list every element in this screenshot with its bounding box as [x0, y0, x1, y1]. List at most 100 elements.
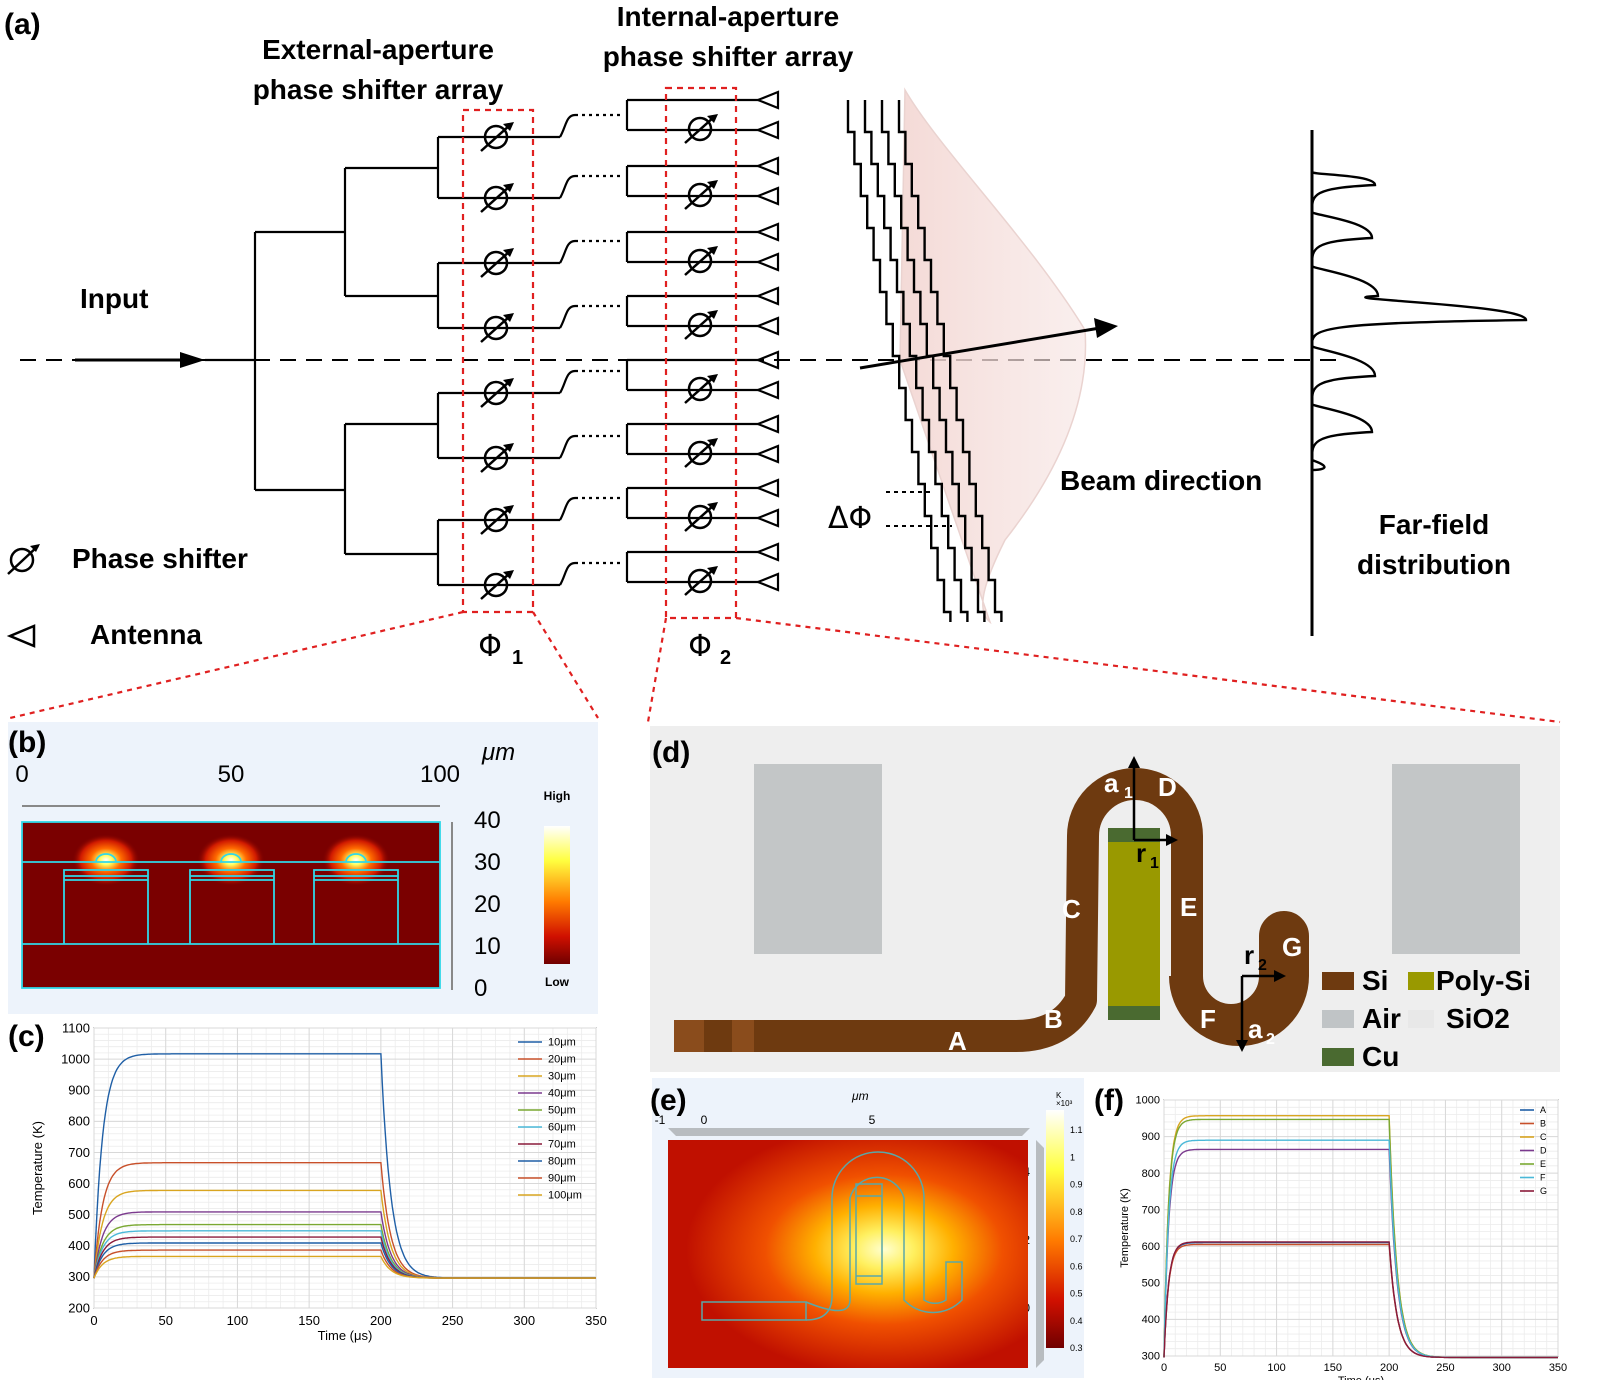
- external-connector-4: [559, 304, 576, 329]
- legend-cu: Cu: [1362, 1041, 1399, 1072]
- phi2-subscript: 2: [720, 647, 731, 669]
- external-connector-8: [559, 561, 576, 586]
- y-tick-label: 500: [1142, 1278, 1160, 1290]
- panel-e-top-axis: [668, 1128, 1030, 1136]
- panel-b-x-tick: 100: [420, 761, 460, 788]
- panel-e-cb-exp: ×10³: [1056, 1099, 1073, 1108]
- r1-arrowhead: [1166, 834, 1178, 846]
- antenna-5: [755, 222, 780, 242]
- x-tick-label: 50: [1214, 1362, 1226, 1374]
- panel-b-label: (b): [8, 726, 46, 759]
- external-title-line1: External-aperture: [262, 34, 494, 65]
- internal-phase-shifter-2: [684, 180, 718, 210]
- panel-b-y-tick: 10: [474, 933, 501, 960]
- antenna-2: [755, 120, 780, 140]
- y-tick-label: 300: [68, 1269, 90, 1284]
- air-trench-right: [1392, 764, 1520, 954]
- legend-air: Air: [1362, 1003, 1401, 1034]
- panel-e-cb-tick: 0.4: [1070, 1316, 1083, 1326]
- panel-b-y-tick: 20: [474, 891, 501, 918]
- x-tick-label: 350: [1549, 1362, 1567, 1374]
- polysi-heater: [1108, 828, 1160, 1018]
- air-trench-left: [754, 764, 882, 954]
- y-tick-label: 800: [1142, 1168, 1160, 1180]
- y-tick-label: 900: [1142, 1131, 1160, 1143]
- external-phase-shifter-4: [480, 313, 514, 343]
- antenna-4: [755, 186, 780, 206]
- segment-labels: A B C D E F G a 1 a 2: [948, 768, 1302, 1056]
- antenna-16: [755, 572, 780, 592]
- a1-arrowhead: [1128, 756, 1140, 768]
- plot-area: [93, 1027, 597, 1309]
- r2-subscript: 2: [1258, 957, 1267, 974]
- panel-e-x-tick: 5: [869, 1113, 876, 1127]
- internal-phase-shifter-4: [684, 310, 718, 340]
- x-tick-label: 250: [442, 1313, 464, 1328]
- heater-hotspot-2: [197, 834, 265, 886]
- external-phase-shifter-1: [480, 122, 514, 152]
- input-arrowhead: [180, 352, 205, 368]
- x-tick-label: 100: [227, 1313, 249, 1328]
- beam-lobe: [899, 87, 1087, 625]
- panel-e-side-axis: [1036, 1140, 1044, 1368]
- antenna-3: [755, 156, 780, 176]
- panel-e-heatmap: [668, 1140, 1028, 1368]
- panel-b-unit: μm: [481, 739, 515, 766]
- antenna-1: [755, 90, 780, 110]
- external-phase-shifter-6: [480, 443, 514, 473]
- legend-label-90μm: 90μm: [548, 1173, 576, 1185]
- legend-label-20μm: 20μm: [548, 1054, 576, 1066]
- panel-b-x-tick: 0: [15, 761, 28, 788]
- cu-contact-bottom: [1108, 1006, 1160, 1020]
- plot-area: [1163, 1099, 1559, 1357]
- external-connector-5: [559, 369, 576, 394]
- phi1-symbol: Φ: [478, 629, 502, 664]
- x-tick-label: 100: [1267, 1362, 1285, 1374]
- panel-d: (d) A B C D E F G a: [650, 726, 1560, 1072]
- panel-b-geometry: [21, 821, 441, 989]
- legend-si-swatch: [1322, 972, 1354, 990]
- wavefront-2: [863, 100, 969, 622]
- segment-label-e: E: [1180, 892, 1197, 922]
- a1-subscript: 1: [1124, 785, 1133, 802]
- legend-polysi: Poly-Si: [1436, 965, 1531, 996]
- legend-polysi-swatch: [1408, 972, 1434, 990]
- panel-e-colorbar-ticks: 1.110.90.80.70.60.50.40.3: [1070, 1125, 1083, 1353]
- phase-shifter-icon: [9, 547, 35, 573]
- antenna-11: [755, 414, 780, 434]
- phi1-subscript: 1: [512, 647, 523, 669]
- segment-label-g: G: [1282, 932, 1302, 962]
- internal-phase-shifter-5: [684, 374, 718, 404]
- a2-label: a: [1248, 1014, 1263, 1044]
- panel-a: (a) External-aperture phase shifter arra…: [4, 1, 1561, 724]
- r2-label: r: [1244, 940, 1254, 970]
- farfield-label-line1: Far-field: [1379, 509, 1489, 540]
- panel-e-cb-unit: K: [1056, 1091, 1062, 1100]
- external-connector-2: [559, 174, 576, 199]
- r2-arrowhead: [1274, 970, 1286, 982]
- y-tick-label: 1100: [62, 1020, 90, 1035]
- farfield-label-line2: distribution: [1357, 549, 1511, 580]
- x-tick-label: 150: [298, 1313, 320, 1328]
- internal-phase-shifter-1: [684, 114, 718, 144]
- stepped-wavefronts: [846, 100, 1003, 622]
- legend-sio2: SiO2: [1446, 1003, 1510, 1034]
- x-tick-label: 350: [585, 1313, 607, 1328]
- heater-waveguide: [674, 768, 1309, 1052]
- beam-direction-arrowhead: [1094, 318, 1118, 338]
- radius-annotations: [1132, 762, 1280, 1046]
- antenna-10: [755, 380, 780, 400]
- antenna-13: [755, 478, 780, 498]
- segment-label-b: B: [1044, 1004, 1063, 1034]
- external-title-line2: phase shifter array: [253, 74, 504, 105]
- beam-direction-label: Beam direction: [1060, 465, 1262, 496]
- x-tick-label: 150: [1324, 1362, 1342, 1374]
- r1-label: r: [1136, 838, 1146, 868]
- external-phase-shifter-2: [480, 183, 514, 213]
- x-tick-label: 200: [1380, 1362, 1398, 1374]
- antenna-14: [755, 508, 780, 528]
- legend-label-10μm: 10μm: [548, 1037, 576, 1049]
